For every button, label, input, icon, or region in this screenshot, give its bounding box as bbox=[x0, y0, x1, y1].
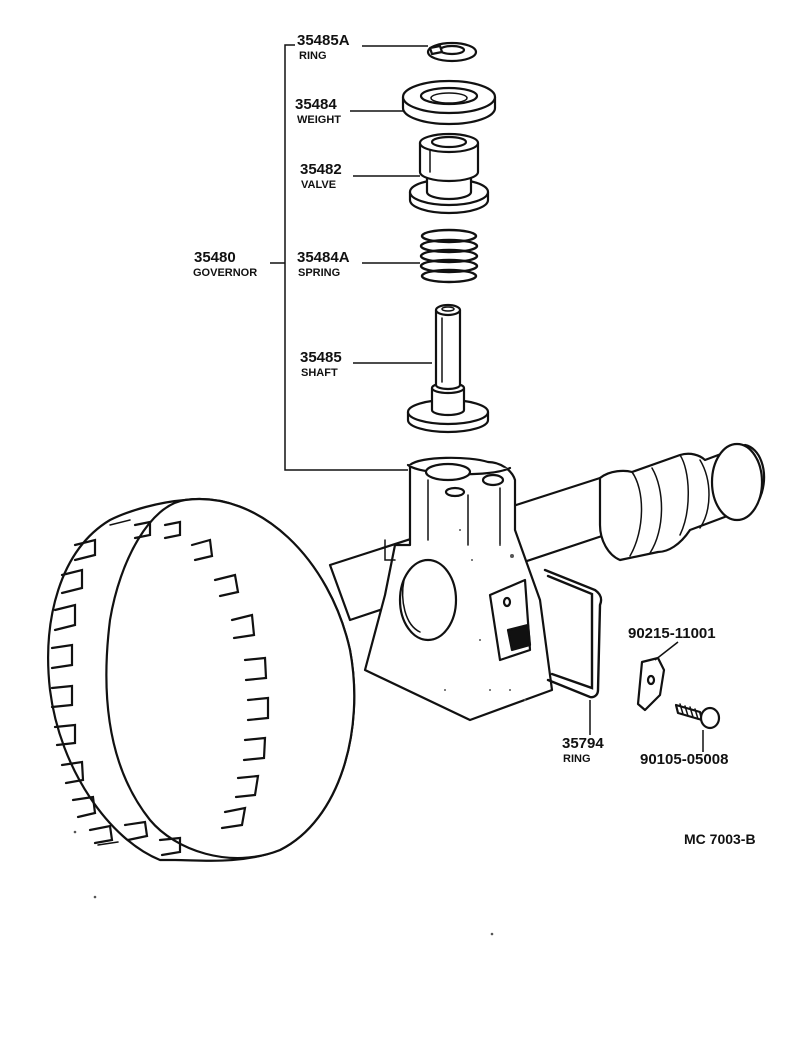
svg-text:SPRING: SPRING bbox=[298, 267, 340, 279]
label-weight: 35484 WEIGHT bbox=[295, 96, 341, 126]
snap-ring-part bbox=[426, 41, 478, 63]
governor-body bbox=[363, 456, 554, 722]
lock-plate-part bbox=[636, 656, 666, 712]
label-valve: 35482 VALVE bbox=[300, 161, 342, 191]
svg-text:35485A: 35485A bbox=[297, 32, 350, 49]
svg-text:WEIGHT: WEIGHT bbox=[297, 114, 341, 126]
label-clip: 90215-11001 bbox=[628, 625, 716, 642]
label-shaft: 35485 SHAFT bbox=[300, 349, 342, 379]
parking-gear-drum bbox=[47, 497, 356, 862]
svg-text:VALVE: VALVE bbox=[301, 179, 336, 191]
leader-clip bbox=[654, 641, 679, 661]
shaft-part bbox=[406, 303, 490, 434]
bolt-part bbox=[674, 703, 721, 730]
spring-part bbox=[419, 228, 479, 284]
label-ring-top: 35485A RING bbox=[297, 32, 350, 62]
svg-text:RING: RING bbox=[299, 50, 327, 62]
diagram-code: MC 7003-B bbox=[684, 831, 756, 847]
svg-text:35485: 35485 bbox=[300, 349, 342, 366]
wire-ring-part bbox=[543, 568, 603, 699]
svg-text:RING: RING bbox=[563, 753, 591, 765]
svg-text:GOVERNOR: GOVERNOR bbox=[193, 267, 257, 279]
label-spring: 35484A SPRING bbox=[297, 249, 350, 279]
valve-part bbox=[408, 132, 490, 215]
governor-bracket bbox=[284, 44, 408, 471]
label-governor: 35480 GOVERNOR bbox=[193, 249, 257, 279]
svg-text:35482: 35482 bbox=[300, 161, 342, 178]
label-bolt: 90105-05008 bbox=[640, 751, 728, 768]
svg-text:SHAFT: SHAFT bbox=[301, 367, 338, 379]
svg-text:35484: 35484 bbox=[295, 96, 337, 113]
svg-text:35794: 35794 bbox=[562, 735, 604, 752]
svg-text:35484A: 35484A bbox=[297, 249, 350, 266]
label-wire-ring: 35794 RING bbox=[562, 735, 604, 765]
svg-text:35480: 35480 bbox=[194, 249, 236, 266]
weight-part bbox=[401, 79, 497, 126]
